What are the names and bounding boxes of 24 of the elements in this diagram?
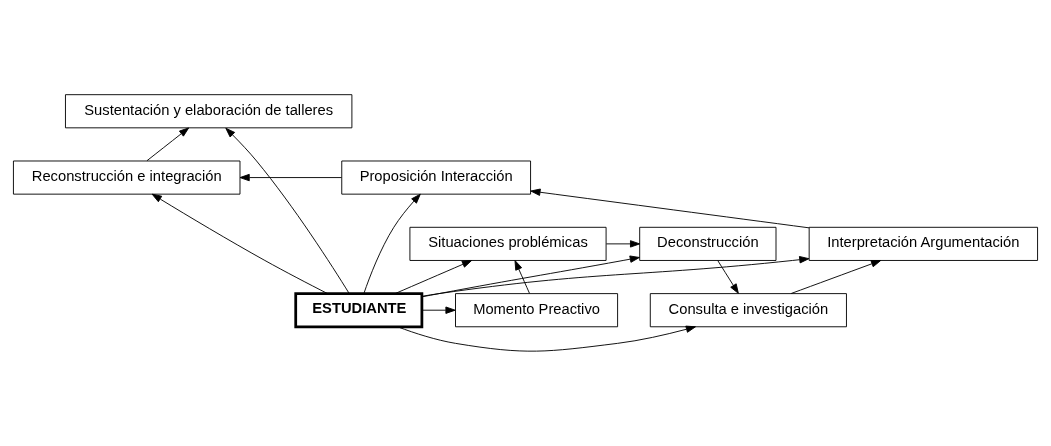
arrow [421, 255, 640, 298]
arrow [421, 256, 810, 297]
arrow [605, 240, 641, 248]
arrow [397, 325, 696, 352]
node-box: Momento Preactivo [455, 293, 619, 328]
node-box: Interpretación Argumentación [808, 226, 1039, 261]
node-box: Sustentación y elaboración de talleres [65, 94, 353, 129]
arrow [151, 193, 328, 294]
arrow [239, 173, 342, 182]
arrow [225, 127, 350, 294]
arrow [363, 193, 421, 294]
arrow [790, 260, 882, 294]
arrow [514, 260, 530, 294]
node-box: Proposición Interacción [341, 160, 532, 195]
arrow [146, 127, 190, 162]
node-box: ESTUDIANTE [294, 292, 424, 329]
arrow [421, 306, 456, 314]
node-box: Situaciones problémicas [409, 226, 607, 261]
arrow [530, 188, 810, 229]
arrow [717, 260, 739, 294]
arrow [394, 260, 473, 294]
node-box: Deconstrucción [639, 226, 777, 261]
node-box: Reconstrucción e integración [12, 160, 241, 195]
node-box: Consulta e investigación [649, 293, 847, 328]
